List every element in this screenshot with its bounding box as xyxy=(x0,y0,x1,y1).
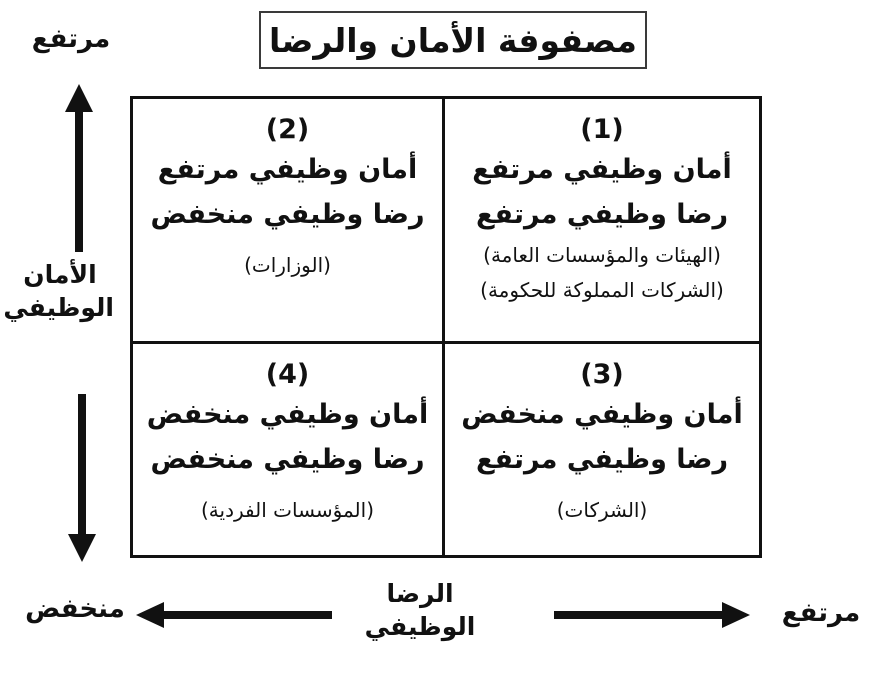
x-axis-label-line2: الوظيفي xyxy=(364,612,476,641)
quadrant-4: (4) أمان وظيفي منخفض رضا وظيفي منخفض (ال… xyxy=(133,341,442,555)
quadrant-2-number: (2) xyxy=(265,114,310,145)
y-axis-high-label: مرتفع xyxy=(31,24,111,54)
x-axis-high-label: مرتفع xyxy=(781,598,861,628)
quadrant-4-example: (المؤسسات الفردية) xyxy=(200,498,375,522)
quadrant-2-satisfaction-line: رضا وظيفي منخفض xyxy=(150,199,425,230)
quadrant-3: (3) أمان وظيفي منخفض رضا وظيفي مرتفع (ال… xyxy=(442,341,759,555)
x-axis-left-arrow-icon xyxy=(136,601,332,629)
x-axis-label-line1: الرضا xyxy=(386,579,454,608)
quadrant-1-example: (الشركات المملوكة للحكومة) xyxy=(480,278,724,302)
axes-low-label: منخفض xyxy=(25,594,125,624)
y-axis-label: الأمان الوظيفي xyxy=(3,258,114,324)
quadrant-4-number: (4) xyxy=(265,359,310,390)
x-axis-right-arrow-icon xyxy=(554,601,750,629)
quadrant-1-satisfaction-line: رضا وظيفي مرتفع xyxy=(475,199,729,230)
quadrant-2: (2) أمان وظيفي مرتفع رضا وظيفي منخفض (ال… xyxy=(133,99,442,341)
quadrant-3-security-line: أمان وظيفي منخفض xyxy=(461,399,743,430)
diagram-title: مصفوفة الأمان والرضا xyxy=(269,20,637,60)
quadrant-3-satisfaction-line: رضا وظيفي مرتفع xyxy=(475,444,729,475)
matrix-grid: (2) أمان وظيفي مرتفع رضا وظيفي منخفض (ال… xyxy=(130,96,762,558)
y-axis-label-line2: الوظيفي xyxy=(3,293,114,322)
quadrant-4-security-line: أمان وظيفي منخفض xyxy=(146,399,429,430)
y-axis-up-arrow-icon xyxy=(63,84,95,252)
y-axis-label-line1: الأمان xyxy=(23,260,97,289)
quadrant-1-security-line: أمان وظيفي مرتفع xyxy=(472,154,732,185)
quadrant-1: (1) أمان وظيفي مرتفع رضا وظيفي مرتفع (ال… xyxy=(442,99,759,341)
quadrant-2-example: (الوزارات) xyxy=(244,253,331,277)
quadrant-1-example: (الهيئات والمؤسسات العامة) xyxy=(483,243,721,267)
quadrant-1-number: (1) xyxy=(580,114,624,145)
y-axis-down-arrow-icon xyxy=(66,394,98,562)
x-axis-label: الرضا الوظيفي xyxy=(360,577,480,643)
quadrant-4-satisfaction-line: رضا وظيفي منخفض xyxy=(150,444,425,475)
quadrant-2-security-line: أمان وظيفي مرتفع xyxy=(157,154,418,185)
quadrant-3-example: (الشركات) xyxy=(556,498,648,522)
quadrant-3-number: (3) xyxy=(580,359,624,390)
diagram-title-box: مصفوفة الأمان والرضا xyxy=(259,11,647,69)
